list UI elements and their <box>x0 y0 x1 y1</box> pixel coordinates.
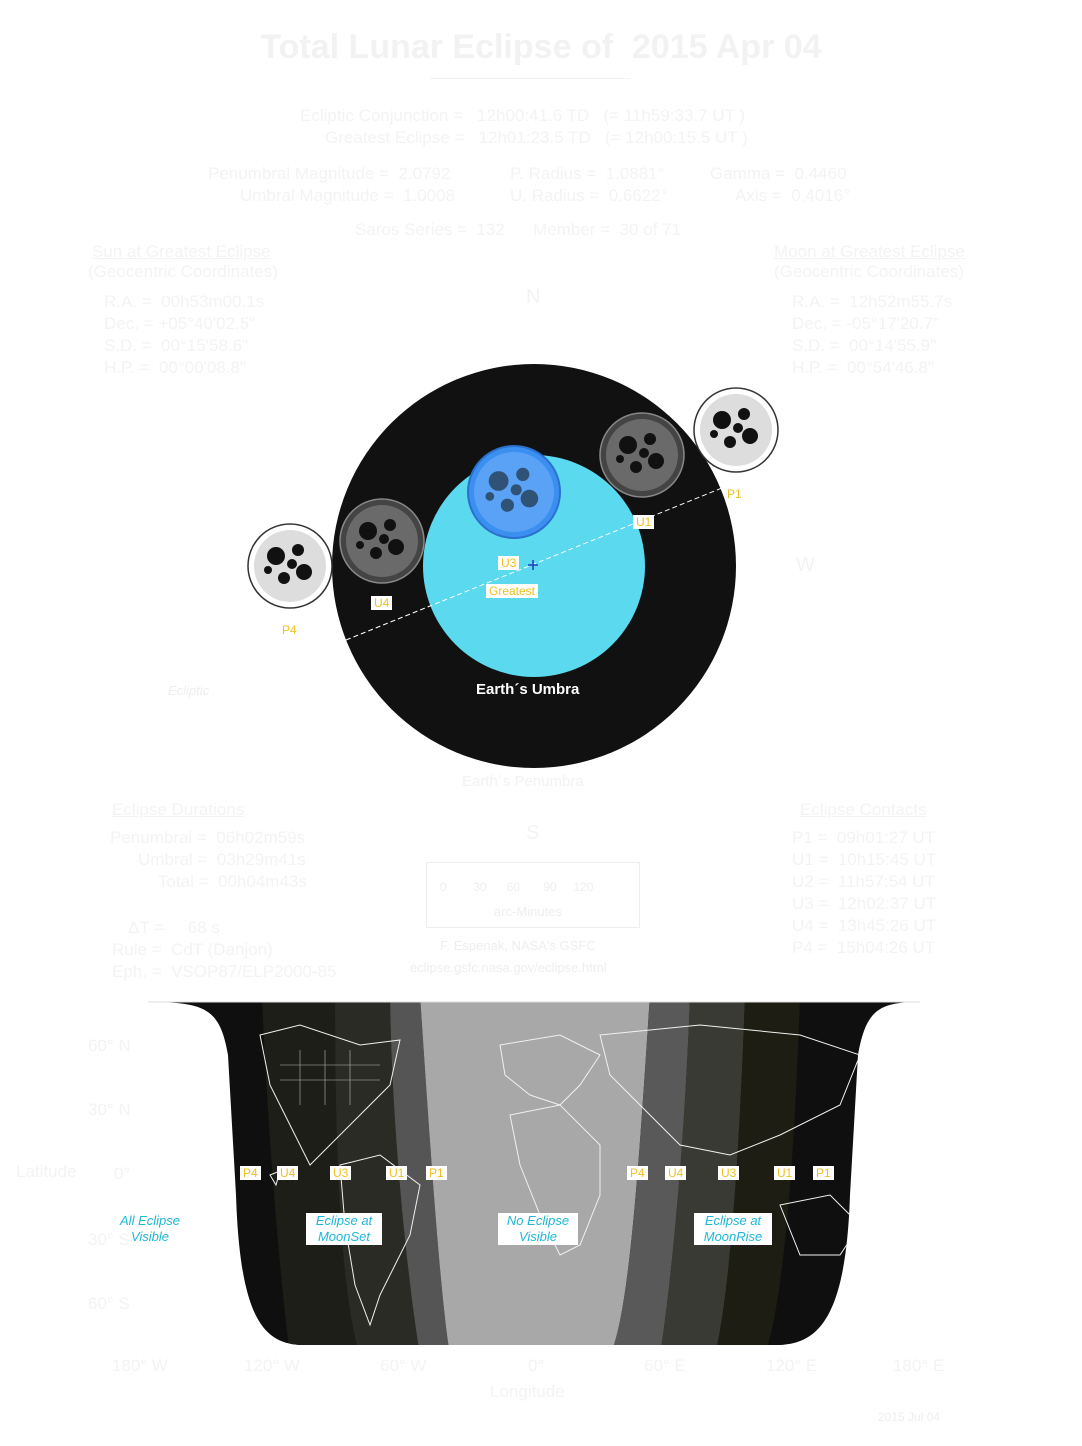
title-rule <box>430 78 630 79</box>
map-tag-u3-east: U3 <box>718 1166 740 1180</box>
lat-0: 0° <box>114 1164 131 1183</box>
contact-u3: U3 = 12h02:37 UT <box>792 894 937 913</box>
sun-sub: (Geocentric Coordinates) <box>88 262 278 281</box>
greatest-label: Greatest <box>486 584 539 598</box>
eclipse-diagram <box>247 364 779 768</box>
moon-dec: Dec. = -05°17'20.7" <box>792 314 939 333</box>
lat-30s: 30° S <box>88 1230 130 1249</box>
scale-unit: arc-Minutes <box>494 904 562 919</box>
sun-hp: H.P. = 00°00'08.8" <box>104 358 246 377</box>
moon-sd: S.D. = 00°14'55.9" <box>792 336 937 355</box>
lat-60s: 60° S <box>88 1294 130 1313</box>
sun-heading: Sun at Greatest Eclipse <box>92 242 271 261</box>
lon-120e: 120° E <box>766 1356 818 1375</box>
map-tag-u1-east: U1 <box>774 1166 796 1180</box>
duration-umbral: Umbral = 03h29m41s <box>138 850 306 869</box>
moon-ra: R.A. = 12h52m55.7s <box>792 292 953 311</box>
axis: Axis = 0.4016° <box>735 186 851 205</box>
contact-u4: U4 = 13h45:26 UT <box>792 916 937 935</box>
lon-60e: 60° E <box>644 1356 686 1375</box>
delta-t: ΔT = 68 s <box>128 918 220 937</box>
compass-west: W <box>796 554 815 576</box>
penumbral-magnitude: Penumbral Magnitude = 2.0792 <box>208 164 451 183</box>
source-url: eclipse.gsfc.nasa.gov/eclipse.html <box>410 960 607 975</box>
longitude-title: Longitude <box>490 1382 565 1401</box>
map-tag-u3-west: U3 <box>330 1166 352 1180</box>
compass-south: S <box>526 822 540 844</box>
lon-0: 0° <box>528 1356 545 1375</box>
moon-u4 <box>339 498 425 584</box>
map-tag-u4-west: U4 <box>277 1166 299 1180</box>
zone-all-visible: All Eclipse Visible <box>114 1213 186 1245</box>
zone-moonrise: Eclipse at MoonRise <box>694 1213 772 1245</box>
ephemeris: Eph. = VSOP87/ELP2000-85 <box>112 962 337 981</box>
contact-label-u1: U1 <box>633 515 655 529</box>
moon-sub: (Geocentric Coordinates) <box>774 262 964 281</box>
moon-path-line <box>345 487 723 641</box>
u-radius: U. Radius = 0.6622° <box>510 186 668 205</box>
contact-u1: U1 = 10h15:45 UT <box>792 850 937 869</box>
greatest-eclipse: Greatest Eclipse = 12h01:23.5 TD (= 12h0… <box>325 128 748 147</box>
zone-moonset: Eclipse at MoonSet <box>306 1213 382 1245</box>
moon-heading: Moon at Greatest Eclipse <box>774 242 965 261</box>
umbra-label: Earth´s Umbra <box>476 681 580 698</box>
p-radius: P. Radius = 1.0881° <box>510 164 665 183</box>
contact-label-p4: P4 <box>282 623 297 637</box>
lon-180w: 180° W <box>112 1356 168 1375</box>
latitude-title: Latitude <box>16 1162 77 1181</box>
map-tag-p1-east: P1 <box>813 1166 834 1180</box>
ecliptic-conjunction: Ecliptic Conjunction = 12h00:41.6 TD (= … <box>300 106 746 125</box>
umbral-magnitude: Umbral Magnitude = 1.0008 <box>240 186 455 205</box>
contacts-heading: Eclipse Contacts <box>800 800 927 819</box>
moon-p4 <box>247 523 333 609</box>
map-footer: 2015 Jul 04 <box>878 1410 941 1424</box>
map-tag-u4-east: U4 <box>665 1166 687 1180</box>
saros: Saros Series = 132 Member = 30 of 71 <box>355 220 682 239</box>
page-title: Total Lunar Eclipse of 2015 Apr 04 <box>260 28 822 66</box>
rule: Rule = CdT (Danjon) <box>112 940 273 959</box>
lon-180e: 180° E <box>893 1356 945 1375</box>
duration-penumbral: Penumbral = 06h02m59s <box>110 828 306 847</box>
sun-ra: R.A. = 00h53m00.1s <box>104 292 265 311</box>
lat-60n: 60° N <box>88 1036 131 1055</box>
lon-120w: 120° W <box>244 1356 300 1375</box>
author: F. Espenak, NASA's GSFC <box>440 938 596 953</box>
map-tag-u1-west: U1 <box>386 1166 408 1180</box>
duration-total: Total = 00h04m43s <box>158 872 307 891</box>
contact-label-u4: U4 <box>371 596 393 610</box>
scale-ticks: 0 30 60 90 120 <box>440 880 594 894</box>
lat-30n: 30° N <box>88 1100 131 1119</box>
map-tag-p1-west: P1 <box>426 1166 447 1180</box>
durations-heading: Eclipse Durations <box>112 800 245 819</box>
moon-greatest <box>467 445 561 539</box>
ecliptic-label: Ecliptic <box>168 683 210 698</box>
contact-label-p1: P1 <box>727 487 742 501</box>
map-tag-p4-east: P4 <box>627 1166 648 1180</box>
visibility-map <box>148 1001 920 1345</box>
contact-p4: P4 = 15h04:26 UT <box>792 938 936 957</box>
scale-box <box>426 862 640 928</box>
contact-u2: U2 = 11h57:54 UT <box>792 872 935 891</box>
lon-60w: 60° W <box>380 1356 427 1375</box>
sun-dec: Dec. = +05°40'02.5" <box>104 314 256 333</box>
moon-hp: H.P. = 00°54'46.8" <box>792 358 934 377</box>
contact-label-u3: U3 <box>498 556 520 570</box>
penumbra-label: Earth´s Penumbra <box>462 773 584 790</box>
moon-p1 <box>693 387 779 473</box>
compass-north: N <box>526 286 541 308</box>
sun-sd: S.D. = 00°15'58.6" <box>104 336 249 355</box>
zone-no-eclipse: No Eclipse Visible <box>498 1213 578 1245</box>
gamma: Gamma = 0.4460 <box>710 164 847 183</box>
moon-u1 <box>599 412 685 498</box>
contact-p1: P1 = 09h01:27 UT <box>792 828 936 847</box>
map-tag-p4-west: P4 <box>240 1166 261 1180</box>
